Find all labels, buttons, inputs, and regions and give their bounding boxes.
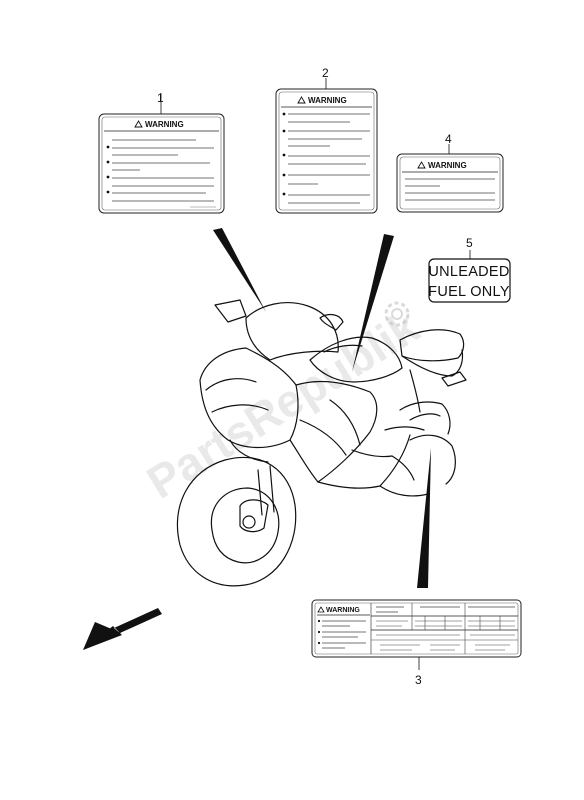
- callout-2: 2: [322, 66, 329, 80]
- label-4-heading: WARNING: [428, 161, 467, 170]
- label-4[interactable]: WARNING 4: [396, 132, 504, 213]
- label-1[interactable]: WARNING 1: [98, 91, 225, 214]
- label-2[interactable]: WARNING 2: [275, 66, 378, 214]
- fuel-label-line1: UNLEADED: [428, 264, 509, 280]
- callout-1: 1: [157, 91, 164, 105]
- direction-arrow-icon: [83, 608, 162, 650]
- warning-triangle-icon: [317, 606, 325, 613]
- warning-triangle-icon: [297, 96, 306, 104]
- fuel-label-line2: FUEL ONLY: [428, 284, 510, 300]
- label-1-heading: WARNING: [145, 120, 184, 129]
- watermark-text: PartsRepublik: [138, 300, 428, 508]
- callout-3: 3: [415, 673, 422, 687]
- warning-triangle-icon: [417, 161, 426, 169]
- gear-icon: [384, 301, 410, 327]
- label-2-heading: WARNING: [308, 96, 347, 105]
- warning-triangle-icon: [134, 120, 143, 128]
- label-3[interactable]: WARNING: [311, 599, 522, 687]
- label-5[interactable]: UNLEADED FUEL ONLY 5: [428, 236, 511, 303]
- leader-label-3: [417, 448, 431, 588]
- leader-label-1: [213, 228, 266, 312]
- callout-4: 4: [445, 132, 452, 146]
- label-3-heading: WARNING: [326, 607, 360, 614]
- callout-5: 5: [466, 236, 473, 250]
- watermark: PartsRepublik: [138, 300, 428, 508]
- motorcycle-outline: [176, 299, 467, 587]
